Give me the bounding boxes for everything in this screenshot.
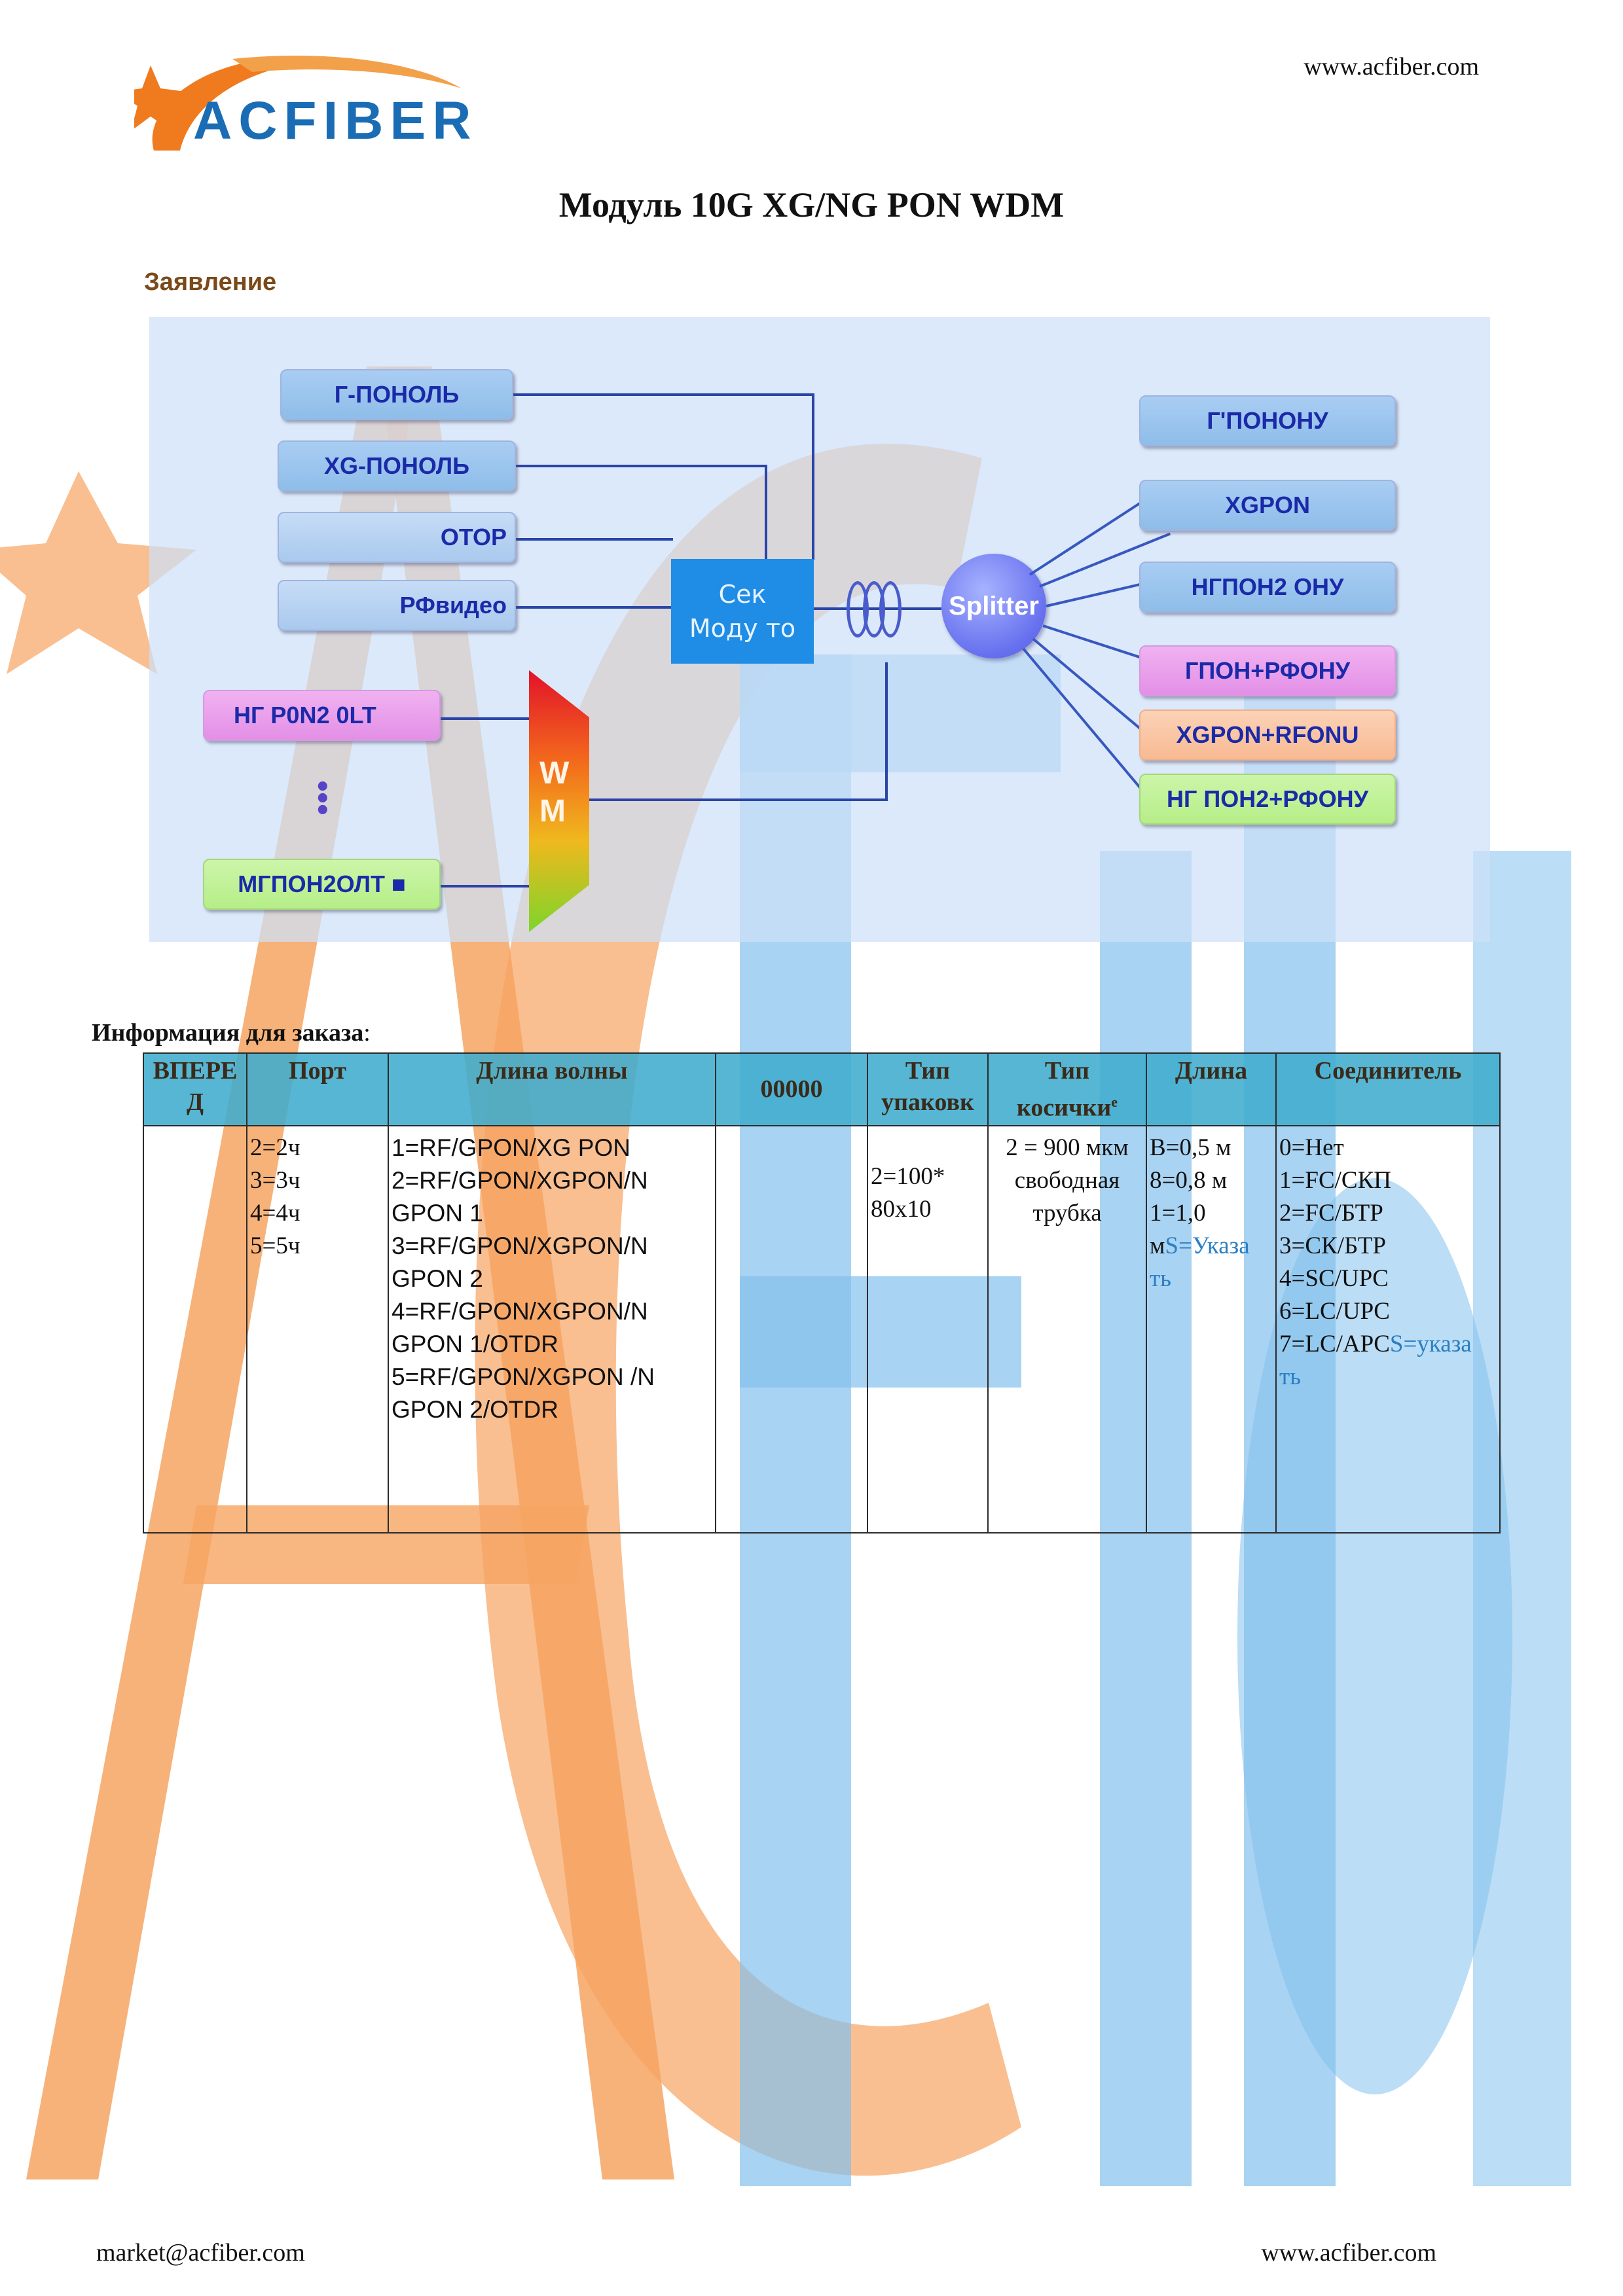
- header-package: Тип упаковк: [867, 1052, 989, 1126]
- otdr-box: ОТОР: [278, 512, 516, 563]
- connector-line: [765, 465, 767, 560]
- length-cell: В=0,5 м 8=0,8 м 1=1,0 мS=Указа ть: [1146, 1124, 1277, 1534]
- connector-cell: 0=Нет 1=FC/СКП 2=FC/БТР 3=СК/БТР 4=SC/UP…: [1275, 1124, 1501, 1534]
- wdm-module-box: Сек Моду то: [671, 559, 814, 664]
- mgpon2-olt-box: МГПОН2ОЛТ ■: [203, 859, 441, 910]
- xgpon-olt-box: XG-ПОНОЛЬ: [278, 440, 516, 492]
- gpon-olt-box: Г-ПОНОЛЬ: [280, 369, 513, 420]
- xgpon-rf-onu-box: XGPON+RFONU: [1139, 709, 1396, 761]
- connector-line: [885, 662, 888, 801]
- gpon-rf-onu-box: ГПОН+РФОНУ: [1139, 645, 1396, 696]
- header-website[interactable]: www.acfiber.com: [1304, 53, 1479, 81]
- package-cell: 2=100* 80x10: [867, 1124, 989, 1534]
- header-port: Порт: [246, 1052, 389, 1126]
- logo-swoosh-icon: [118, 56, 462, 151]
- header-forward: ВПЕРЕ Д: [143, 1052, 247, 1126]
- connector-line: [441, 717, 530, 720]
- ngpon2-onu-box: НГПОН2 ОНУ: [1139, 562, 1396, 613]
- connector-line: [516, 465, 767, 467]
- rf-video-box: РФвидео: [278, 580, 516, 631]
- header-pigtail: Тип косичкие: [987, 1052, 1147, 1126]
- connector-line: [513, 393, 814, 396]
- connector-line: [812, 393, 814, 560]
- acfiber-logo: ACFIBER: [118, 52, 488, 157]
- header-wavelength: Длина волны: [388, 1052, 716, 1126]
- table-row: 2=2ч 3=3ч 4=4ч 5=5ч 1=RF/GPON/XG PON 2=R…: [143, 1124, 1501, 1534]
- header-connector: Соединитель: [1275, 1052, 1501, 1126]
- ellipsis-dots-icon: •••: [314, 772, 331, 826]
- xgpon-box: XGPON: [1139, 480, 1396, 531]
- connector-line: [441, 885, 530, 888]
- port-cell: 2=2ч 3=3ч 4=4ч 5=5ч: [246, 1124, 389, 1534]
- wdm-letter: M: [539, 794, 566, 829]
- splitter-node: Splitter: [941, 554, 1046, 658]
- logo-text: ACFIBER: [193, 91, 478, 151]
- statement-heading: Заявление: [144, 268, 277, 296]
- connector-line: [589, 798, 888, 801]
- code-cell: [715, 1124, 868, 1534]
- connector-line: [1022, 647, 1146, 795]
- footer-website[interactable]: www.acfiber.com: [1261, 2239, 1436, 2267]
- fiber-coil-icon: [879, 581, 902, 637]
- forward-cell: [143, 1124, 247, 1534]
- wdm-letter: W: [539, 756, 570, 791]
- order-table: ВПЕРЕ Д Порт Длина волны 00000 Тип упако…: [143, 1052, 1501, 1534]
- footer-email[interactable]: market@acfiber.com: [96, 2239, 305, 2267]
- pigtail-cell: 2 = 900 мкм свободная трубка: [987, 1124, 1147, 1534]
- gpon-onu-box: Г'ПОНОНУ: [1139, 395, 1396, 446]
- connector-line: [516, 606, 673, 609]
- ngpon2-rf-onu-box: НГ ПОН2+РФОНУ: [1139, 774, 1396, 825]
- table-header-row: ВПЕРЕ Д Порт Длина волны 00000 Тип упако…: [143, 1052, 1501, 1126]
- order-info-label: Информация для заказа:: [92, 1019, 371, 1047]
- page-title: Модуль 10G XG/NG PON WDM: [558, 185, 1065, 224]
- header-length: Длина: [1146, 1052, 1277, 1126]
- network-diagram: Г-ПОНОЛЬ XG-ПОНОЛЬ ОТОР РФвидео Сек Моду…: [149, 317, 1490, 942]
- wavelength-cell: 1=RF/GPON/XG PON 2=RF/GPON/XGPON/N GPON …: [388, 1124, 716, 1534]
- connector-line: [516, 538, 673, 541]
- header-code: 00000: [715, 1052, 868, 1126]
- ngpon2-olt-box: НГ P0N2 0LT: [203, 690, 441, 741]
